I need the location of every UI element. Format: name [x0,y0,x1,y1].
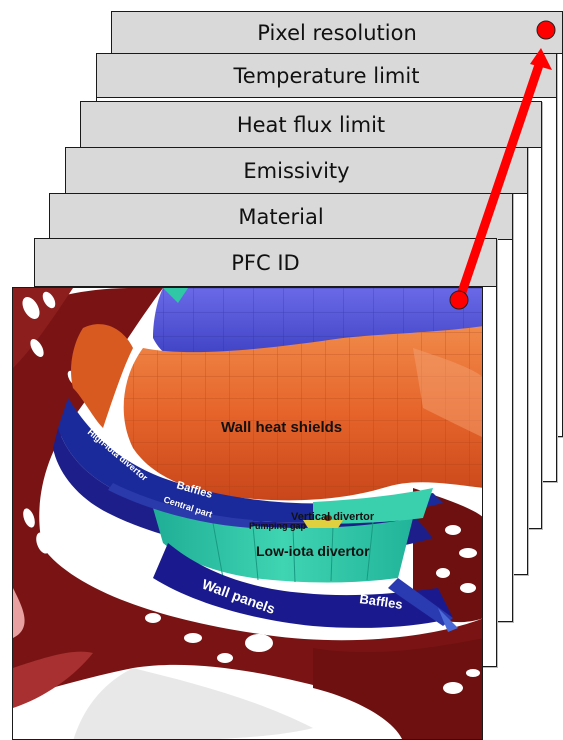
label-wall-heat-shields: Wall heat shields [221,419,342,436]
label-vertical-divertor: Vertical divertor [291,511,375,523]
label-baffles-bottom: Baffles [359,591,404,612]
layer-label-pixel-resolution: Pixel resolution [112,12,562,54]
pumping-gap [303,520,343,528]
layer-label-temperature-limit: Temperature limit [97,54,556,98]
vertical-divertor-plate [313,488,433,524]
layer-label-material: Material [50,194,512,240]
label-pumping-gap: Pumping gap [249,521,306,531]
stellarator-render: Wall heat shields Baffles High-iota dive… [13,288,482,739]
wall-panels-surface [13,288,482,739]
layer-label-heat-flux-limit: Heat flux limit [81,102,541,148]
left-orange-ribbon [71,324,133,428]
layer-label-emissivity: Emissivity [66,148,527,194]
baffle-band [58,398,443,523]
layer-label-pfc-id: PFC ID [35,239,496,287]
label-low-iota-divertor: Low-iota divertor [256,543,370,559]
stellarator-render-panel: Wall heat shields Baffles High-iota dive… [12,287,483,740]
lower-baffle [153,543,453,628]
low-iota-divertor-plate [153,508,413,583]
